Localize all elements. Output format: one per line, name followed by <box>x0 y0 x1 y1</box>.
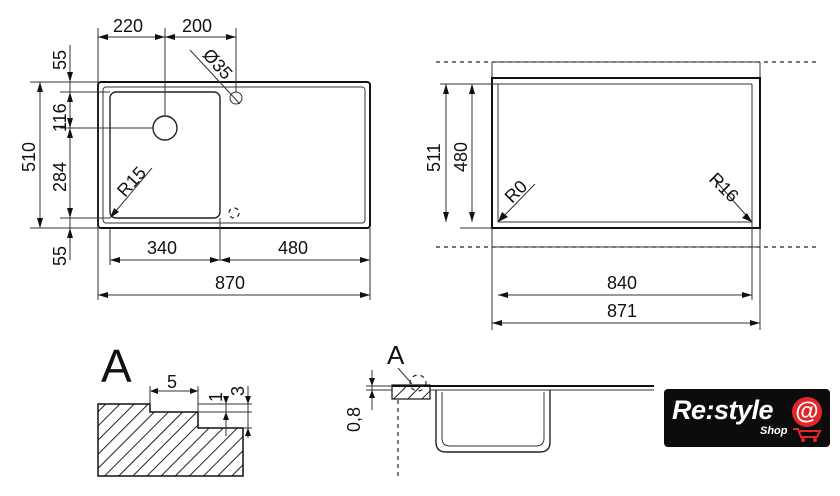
dim-220: 220 <box>113 16 143 36</box>
hatched-section <box>97 403 244 477</box>
logo-at-icon: @ <box>792 397 822 427</box>
bowl-section <box>435 390 551 453</box>
sink-inner-rim <box>102 86 366 224</box>
tap-hole <box>229 91 243 105</box>
dim-284: 284 <box>50 162 70 192</box>
worktop-section <box>391 384 431 400</box>
detail-a-view: A 5 1 3 <box>97 340 252 477</box>
dim-340: 340 <box>147 238 177 258</box>
dim-871: 871 <box>607 301 637 321</box>
dim-55-bottom: 55 <box>50 246 70 266</box>
logo-sub: Shop <box>760 425 788 437</box>
dim-870: 870 <box>215 273 245 293</box>
top-view: 220 200 Ø35 55 116 284 55 510 R15 340 48 <box>19 16 371 300</box>
cutout-outline <box>491 77 761 229</box>
dim-200: 200 <box>182 16 212 36</box>
dim-5: 5 <box>167 372 177 392</box>
drain-hole <box>152 115 178 141</box>
dim-480-top-view: 480 <box>278 238 308 258</box>
dim-1: 1 <box>206 392 226 402</box>
dim-480-cutout: 480 <box>451 142 471 172</box>
section-view: A 0,8 <box>344 340 654 476</box>
dim-r15: R15 <box>113 163 150 201</box>
dim-r16: R16 <box>705 169 742 206</box>
dim-dia35: Ø35 <box>199 45 237 84</box>
dim-r0: R0 <box>501 176 531 206</box>
overflow-hole <box>228 207 240 219</box>
restyle-shop-logo: Re:style @ Shop <box>664 389 830 447</box>
dim-510: 510 <box>19 142 39 172</box>
dim-0-8: 0,8 <box>344 407 364 432</box>
dim-840: 840 <box>607 273 637 293</box>
dim-3: 3 <box>228 386 248 396</box>
logo-brand: Re:style <box>672 395 774 425</box>
dim-511: 511 <box>424 143 444 172</box>
cart-icon <box>793 428 822 442</box>
dim-116: 116 <box>50 103 70 132</box>
section-label-a: A <box>387 340 405 370</box>
dim-55-top: 55 <box>50 50 70 70</box>
cutout-view: 511 480 R0 R16 840 871 <box>424 61 818 330</box>
detail-label-a: A <box>101 340 132 392</box>
